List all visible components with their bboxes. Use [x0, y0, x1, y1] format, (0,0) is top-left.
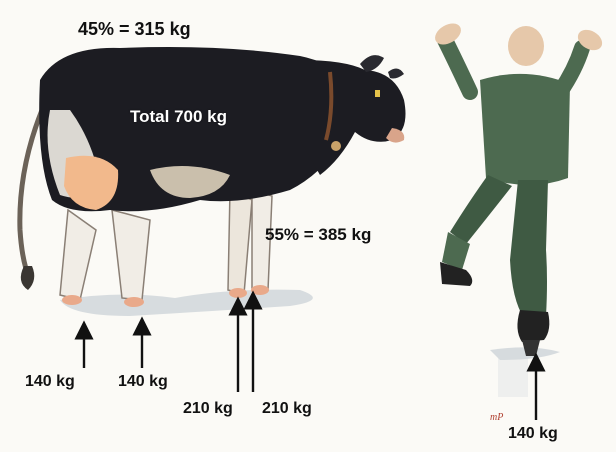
artist-signature: mP [490, 412, 503, 423]
hind-leg-2-weight: 140 kg [118, 374, 168, 390]
front-leg-2-weight: 210 kg [262, 401, 312, 417]
hind-weight-label: 45% = 315 kg [78, 20, 191, 38]
total-weight-label: Total 700 kg [130, 108, 227, 125]
hind-leg-1-weight: 140 kg [25, 374, 75, 390]
cow-drawing [20, 47, 406, 307]
man-drawing [431, 19, 605, 356]
man-foot-weight: 140 kg [508, 426, 558, 442]
front-leg-1-weight: 210 kg [183, 401, 233, 417]
front-weight-label: 55% = 385 kg [265, 226, 371, 243]
